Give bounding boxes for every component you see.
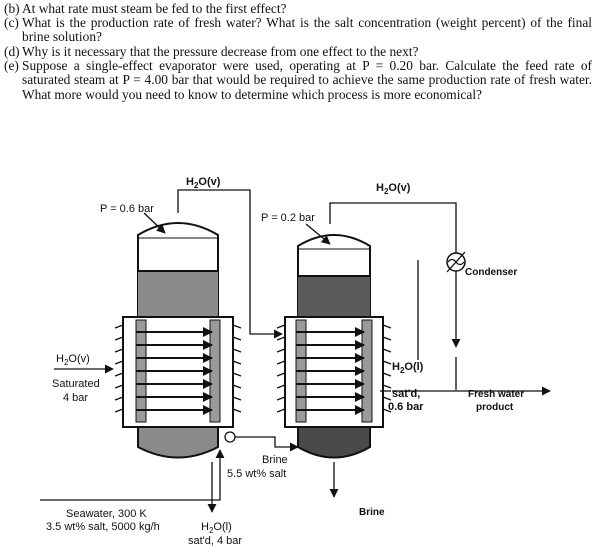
brine-mid-label: Brine — [262, 454, 288, 466]
brine-out-label: Brine — [359, 507, 385, 518]
vapor-label-2: H2O(v) — [376, 182, 411, 196]
steam-state-label: Saturated — [52, 378, 100, 390]
liquid-pressure-label: 0.6 bar — [388, 401, 424, 413]
liquid-label: H2O(l) — [392, 361, 424, 375]
seawater-spec-label: 3.5 wt% salt, 5000 kg/h — [46, 521, 160, 533]
question-text: Suppose a single-effect evaporator were … — [22, 58, 592, 102]
seawater-label: Seawater, 300 K — [66, 508, 147, 520]
vapor-label-1: H2O(v) — [186, 176, 221, 190]
fresh-water-label: Fresh water — [468, 389, 524, 400]
question-text: What is the production rate of fresh wat… — [22, 15, 592, 45]
fresh-water-product-label: product — [476, 402, 514, 413]
question-label: (c) — [4, 15, 19, 30]
evaporator-flow-diagram: H2O(v) H2O(v) P = 0.6 bar P = 0.2 bar Co… — [40, 176, 551, 547]
steam-pressure-label: 4 bar — [63, 392, 88, 404]
condensate-label: H2O(l) — [201, 521, 232, 535]
question-c: (c) What is the production rate of fresh… — [4, 15, 592, 45]
flow-lines — [40, 189, 551, 513]
question-b: (b) At what rate must steam be fed to th… — [4, 1, 592, 16]
brine-mid-concentration: 5.5 wt% salt — [227, 468, 286, 480]
question-label: (b) — [4, 1, 20, 16]
liquid-state-label: sat'd, — [392, 388, 420, 400]
question-e: (e) Suppose a single-effect evaporator w… — [4, 58, 592, 102]
question-text: At what rate must steam be fed to the fi… — [22, 1, 287, 16]
pressure-label-1: P = 0.6 bar — [100, 203, 154, 215]
question-label: (e) — [4, 58, 19, 73]
evaporator-effect-1 — [114, 222, 242, 459]
pressure-label-2: P = 0.2 bar — [261, 212, 315, 224]
question-label: (d) — [4, 44, 20, 59]
condensate-state-label: sat'd, 4 bar — [188, 535, 242, 547]
condenser-label: Condenser — [465, 267, 517, 278]
question-text: Why is it necessary that the pressure de… — [22, 44, 419, 59]
evaporator-effect-2 — [276, 234, 392, 459]
condenser-icon — [446, 251, 466, 273]
question-d: (d) Why is it necessary that the pressur… — [4, 44, 592, 59]
steam-in-label: H2O(v) — [56, 353, 90, 367]
